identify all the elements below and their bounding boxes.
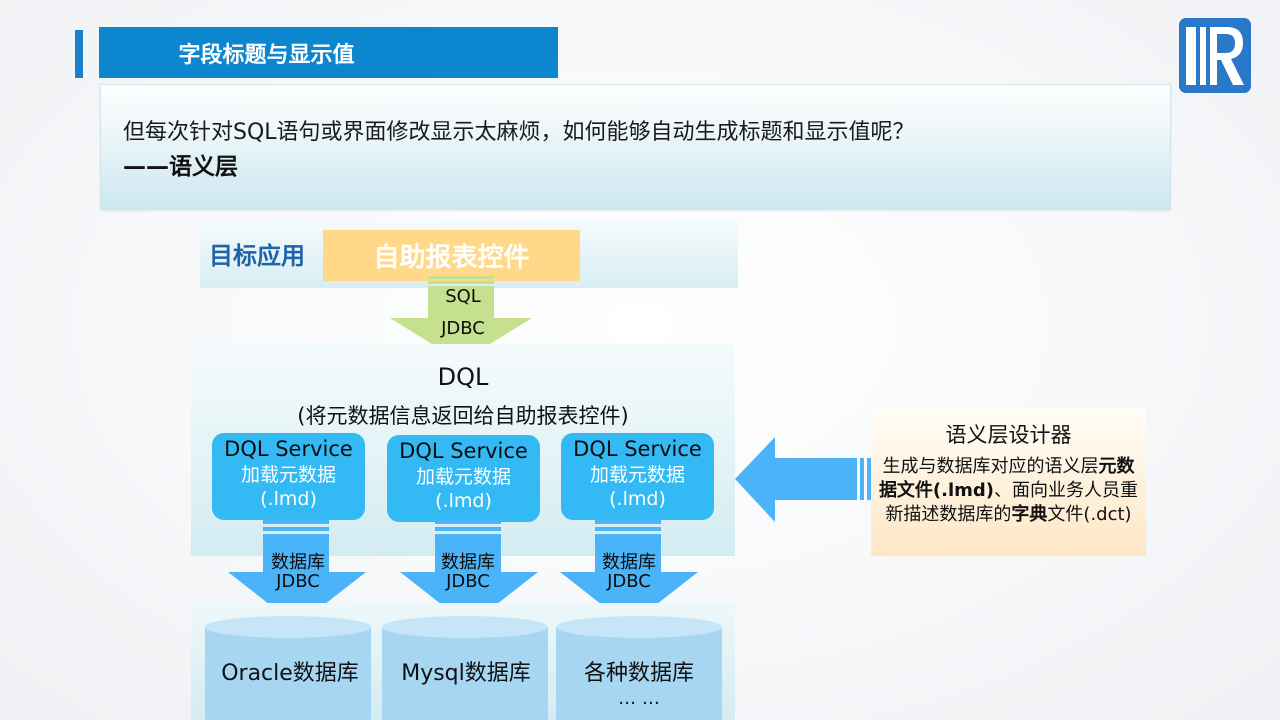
page-title-text: 字段标题与显示值: [178, 42, 355, 68]
dql-service-desc: 加载元数据: [415, 466, 511, 488]
dql-service-name: DQL Service: [224, 437, 353, 461]
dql-service-box: DQL Service 加载元数据 (.lmd): [561, 433, 714, 520]
dql-service-file: (.lmd): [609, 488, 666, 510]
flow-label-database: 数据库: [602, 552, 656, 573]
db-jdbc-arrow: [400, 520, 538, 626]
database-cylinder-icon: [556, 616, 722, 720]
question-text: 但每次针对SQL语句或界面修改显示太麻烦，如何能够自动生成标题和显示值呢？: [123, 120, 915, 145]
component-label: 自助报表控件: [373, 243, 530, 273]
logo-r-icon: [1186, 27, 1244, 85]
target-app-label: 目标应用: [209, 242, 305, 270]
answer-text: ——语义层: [123, 154, 238, 180]
dql-service-desc: 加载元数据: [589, 464, 685, 486]
designer-desc-part: 、面向业务人员重新描述数据库的: [885, 480, 1139, 525]
designer-desc-part: 生成与数据库对应的语义层: [882, 456, 1099, 477]
dql-service-file: (.lmd): [435, 490, 492, 512]
database-cylinder-icon: [382, 616, 548, 720]
dql-service-file: (.lmd): [260, 488, 317, 510]
designer-desc-part: 文件(.dct): [1047, 504, 1132, 525]
self-service-report-component: 自助报表控件: [323, 230, 580, 281]
flow-label-jdbc: JDBC: [446, 571, 490, 592]
flow-label-database: 数据库: [441, 552, 495, 573]
dql-service-name: DQL Service: [399, 439, 528, 463]
designer-title: 语义层设计器: [945, 423, 1072, 447]
database-label-oracle: Oracle数据库: [221, 661, 359, 686]
database-label-various: 各种数据库: [583, 661, 694, 686]
page-title: 字段标题与显示值: [99, 27, 558, 78]
flow-label-database: 数据库: [271, 552, 325, 573]
designer-to-dql-arrow: [735, 437, 871, 522]
dql-service-box: DQL Service 加载元数据 (.lmd): [387, 435, 540, 522]
brand-logo: [1179, 18, 1251, 93]
title-accent-bar: [75, 30, 83, 78]
dql-subtitle: (将元数据信息返回给自助报表控件): [297, 404, 629, 428]
db-jdbc-arrow: [560, 520, 698, 626]
dql-title: DQL: [437, 363, 489, 391]
flow-label-jdbc: JDBC: [441, 318, 485, 339]
database-cylinder-icon: [205, 616, 371, 720]
designer-desc-metadata-file: 元数据文件(.lmd): [878, 456, 1135, 501]
dql-service-desc: 加载元数据: [240, 464, 336, 486]
db-jdbc-arrow: [228, 520, 366, 626]
flow-label-jdbc: JDBC: [607, 571, 651, 592]
designer-description: 生成与数据库对应的语义层元数据文件(.lmd)、面向业务人员重新描述数据库的字典…: [876, 455, 1141, 527]
flow-label-jdbc: JDBC: [276, 571, 320, 592]
sql-jdbc-arrow: [390, 276, 532, 362]
more-databases-ellipsis: … …: [618, 688, 660, 709]
dql-service-name: DQL Service: [573, 437, 702, 461]
dql-service-box: DQL Service 加载元数据 (.lmd): [212, 433, 365, 520]
question-panel: [100, 84, 1171, 210]
flow-label-sql: SQL: [445, 286, 481, 307]
database-label-mysql: Mysql数据库: [401, 661, 531, 686]
semantic-layer-designer-box: [871, 408, 1146, 556]
designer-desc-dictionary: 字典: [1011, 504, 1048, 525]
